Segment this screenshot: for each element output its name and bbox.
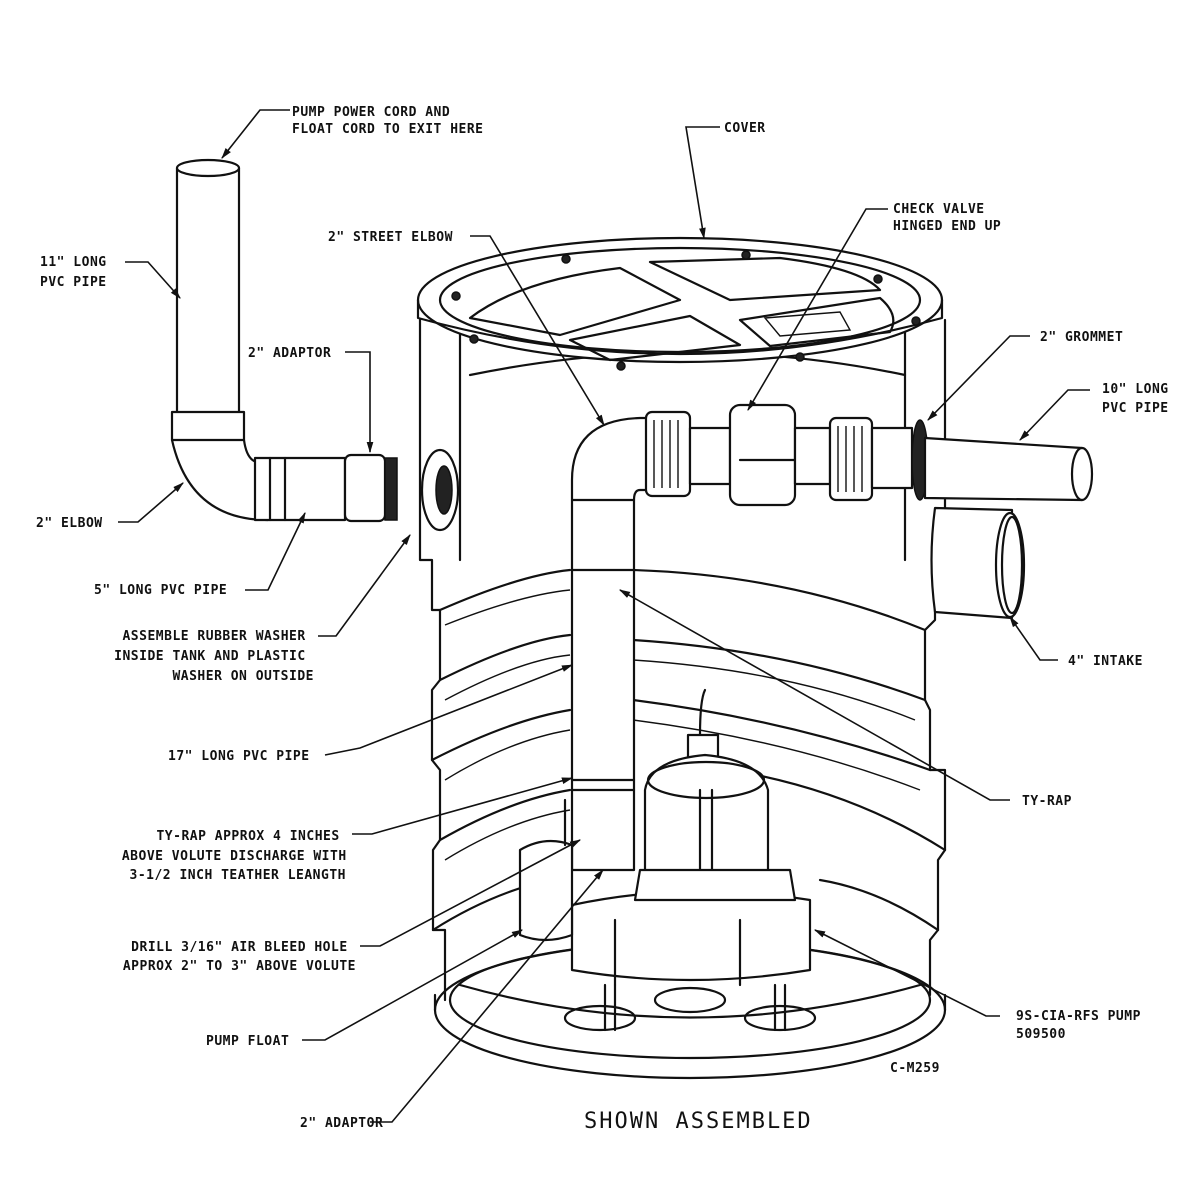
label-2in-adaptor-bottom: 2" ADAPTOR bbox=[300, 1116, 383, 1131]
label-tyrap-approx-note: TY-RAP APPROX 4 INCHES ABOVE VOLUTE DISC… bbox=[122, 829, 355, 883]
label-washer-note: ASSEMBLE RUBBER WASHER INSIDE TANK AND P… bbox=[114, 629, 314, 684]
basin-base bbox=[433, 940, 947, 1080]
drawing-number: C-M259 bbox=[890, 1061, 940, 1076]
label-2in-adaptor-top: 2" ADAPTOR bbox=[248, 346, 331, 361]
cover-bolts bbox=[451, 250, 921, 371]
label-pump-float: PUMP FLOAT bbox=[206, 1034, 289, 1049]
left-discharge-piping bbox=[170, 158, 460, 532]
label-10in-pvc-pipe: 10" LONG PVC PIPE bbox=[1102, 382, 1177, 416]
basin-body bbox=[418, 318, 947, 1019]
label-11in-pvc-pipe: 11" LONG PVC PIPE bbox=[40, 255, 115, 290]
label-17in-pvc-pipe: 17" LONG PVC PIPE bbox=[168, 749, 310, 764]
diagram-title: SHOWN ASSEMBLED bbox=[584, 1109, 813, 1134]
label-check-valve: CHECK VALVE HINGED END UP bbox=[893, 202, 1001, 234]
label-2in-grommet: 2" GROMMET bbox=[1040, 330, 1123, 345]
label-4in-intake: 4" INTAKE bbox=[1068, 654, 1143, 669]
leader-lines bbox=[118, 109, 1090, 1123]
label-5in-pvc-pipe: 5" LONG PVC PIPE bbox=[94, 583, 227, 598]
interior-discharge-piping bbox=[570, 403, 929, 872]
label-tyrap: TY-RAP bbox=[1022, 794, 1072, 809]
label-2in-elbow: 2" ELBOW bbox=[36, 516, 103, 531]
label-cover: COVER bbox=[724, 121, 766, 136]
labels: PUMP POWER CORD AND FLOAT CORD TO EXIT H… bbox=[36, 105, 1177, 1134]
sump-pump bbox=[518, 688, 817, 1032]
basin-cover bbox=[416, 236, 944, 371]
right-exterior-piping bbox=[923, 436, 1094, 620]
label-pump-model: 9S-CIA-RFS PUMP 509500 bbox=[1016, 1009, 1149, 1042]
label-2in-street-elbow: 2" STREET ELBOW bbox=[328, 230, 453, 245]
label-pump-power-cord: PUMP POWER CORD AND FLOAT CORD TO EXIT H… bbox=[292, 105, 484, 137]
label-drill-air-bleed: DRILL 3/16" AIR BLEED HOLE APPROX 2" TO … bbox=[123, 940, 356, 974]
